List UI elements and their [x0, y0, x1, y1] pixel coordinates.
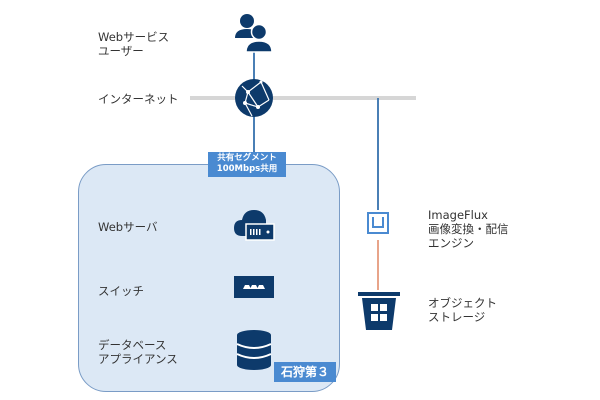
database-label-line1: データベース: [98, 338, 167, 352]
storage-label-line1: オブジェクト: [428, 296, 497, 310]
users-label: Webサービス ユーザー: [98, 30, 169, 58]
segment-line1: 共有セグメント: [217, 153, 277, 163]
imageflux-label-line2: 画像変換・配信: [428, 222, 509, 236]
zone-label: 石狩第３: [274, 362, 336, 382]
segment-line2: 100Mbps共用: [216, 164, 278, 174]
users-label-line2: ユーザー: [98, 44, 144, 58]
imageflux-label-line1: ImageFlux: [428, 208, 488, 222]
imageflux-label: ImageFlux 画像変換・配信 エンジン: [428, 208, 509, 250]
database-label-line2: アプライアンス: [98, 352, 178, 366]
object-storage-label: オブジェクト ストレージ: [428, 296, 497, 324]
imageflux-label-line3: エンジン: [428, 236, 474, 250]
imageflux-icon[interactable]: [367, 212, 389, 234]
globe-icon[interactable]: [234, 78, 274, 118]
users-label-line1: Webサービス: [98, 30, 170, 44]
shared-segment-badge: 共有セグメント 100Mbps共用: [208, 152, 286, 177]
object-storage-icon[interactable]: [358, 292, 400, 330]
web-server-label: Webサーバ: [98, 220, 158, 234]
storage-label-line2: ストレージ: [428, 310, 486, 324]
internet-label: インターネット: [98, 92, 179, 106]
switch-label: スイッチ: [98, 284, 144, 298]
web-server-icon[interactable]: [234, 208, 276, 242]
database-label: データベース アプライアンス: [98, 338, 178, 366]
database-icon[interactable]: [236, 330, 272, 370]
switch-icon[interactable]: [234, 276, 274, 298]
users-icon[interactable]: [234, 12, 274, 54]
